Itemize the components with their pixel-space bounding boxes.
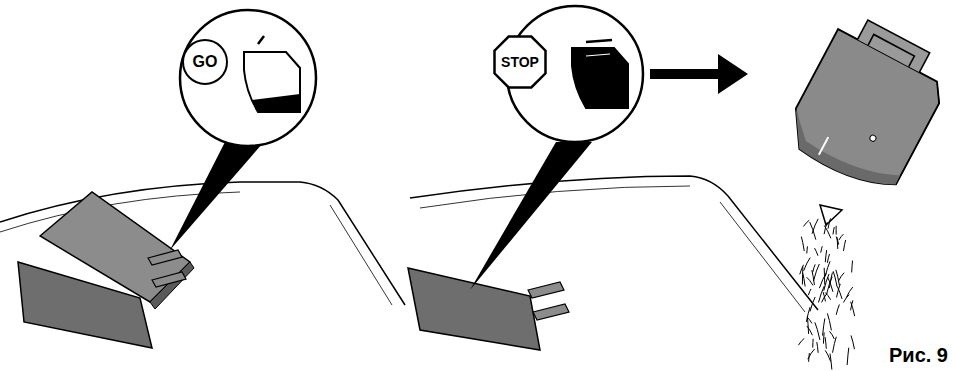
debris-stroke <box>828 218 830 228</box>
magnifier-circle <box>180 10 316 146</box>
debris-stroke <box>823 292 825 301</box>
flap-edge <box>150 262 194 309</box>
closed-flap <box>408 268 540 350</box>
debris-stroke <box>851 335 854 349</box>
housing-edge <box>420 186 690 208</box>
debris-stroke <box>801 237 804 251</box>
flap-tab <box>528 282 564 298</box>
debris-stroke <box>827 254 829 263</box>
bin-fill-level <box>252 94 300 112</box>
flap-tab <box>533 304 569 320</box>
debris-stroke <box>836 237 838 249</box>
debris-stroke <box>810 297 815 312</box>
debris-stroke <box>813 264 816 272</box>
debris-stroke <box>833 227 834 234</box>
container-hole <box>869 134 877 142</box>
bin-icon <box>244 52 300 112</box>
debris-stroke <box>843 295 849 303</box>
flap-tab <box>152 272 186 287</box>
process-arrow <box>650 69 722 79</box>
debris-stroke <box>824 274 829 291</box>
debris-stroke <box>803 220 809 226</box>
flap-tab <box>148 250 182 265</box>
debris-stroke <box>837 284 841 298</box>
arrow-head <box>718 54 748 94</box>
debris-stroke <box>812 219 818 234</box>
container-edge <box>885 82 947 185</box>
debris-stroke <box>807 316 808 334</box>
debris-stroke <box>815 322 820 340</box>
pour-arrowhead <box>820 205 842 225</box>
debris-stroke <box>824 268 826 285</box>
debris-stroke <box>824 226 831 239</box>
debris-stroke <box>830 331 835 339</box>
debris-stroke <box>827 313 831 330</box>
debris-stroke <box>808 349 815 359</box>
debris-stroke <box>836 237 838 245</box>
go-symbol: GO <box>182 39 228 85</box>
debris-stroke <box>807 277 813 285</box>
callout-pointer <box>170 140 262 250</box>
housing-edge <box>330 205 392 305</box>
debris-stroke <box>847 348 849 365</box>
debris-stroke <box>851 260 853 272</box>
stop-octagon <box>495 37 546 88</box>
falling-debris <box>798 218 854 369</box>
debris-stroke <box>836 270 840 285</box>
debris-stroke <box>806 246 808 253</box>
debris-stroke <box>807 326 813 335</box>
debris-stroke <box>817 342 818 353</box>
debris-stroke <box>804 258 811 271</box>
debris-stroke <box>802 267 803 285</box>
bin-highlight <box>586 54 610 56</box>
symbol-text: GO <box>193 54 218 70</box>
debris-stroke <box>815 248 818 256</box>
pour-arrow <box>819 137 828 155</box>
figure-number: Рис. 9 <box>889 344 948 367</box>
dust-container <box>779 10 954 199</box>
debris-stroke <box>836 304 839 314</box>
debris-stroke <box>823 318 825 335</box>
debris-stroke <box>812 339 813 348</box>
callout-pointer <box>470 142 592 290</box>
debris-stroke <box>813 264 819 281</box>
debris-stroke <box>851 300 853 310</box>
stop-symbol: STOP <box>493 35 547 89</box>
debris-stroke <box>830 354 832 370</box>
debris-stroke <box>825 250 826 262</box>
symbol-text: STOP <box>501 55 539 69</box>
debris-stroke <box>825 337 826 349</box>
debris-stroke <box>798 338 804 345</box>
debris-stroke <box>821 246 823 252</box>
debris-stroke <box>825 292 831 299</box>
container-handle <box>858 20 930 72</box>
debris-stroke <box>836 285 842 299</box>
bin-icon-full <box>572 48 628 108</box>
debris-stroke <box>828 277 833 292</box>
debris-stroke <box>843 240 845 251</box>
debris-stroke <box>833 271 837 285</box>
lid-mark <box>586 40 612 42</box>
debris-stroke <box>839 234 844 240</box>
container-shade <box>779 109 905 199</box>
debris-stroke <box>838 273 844 282</box>
debris-stroke <box>836 226 837 235</box>
debris-stroke <box>808 289 811 295</box>
lid-mark <box>258 36 264 44</box>
housing-edge <box>720 202 805 312</box>
debris-stroke <box>825 350 830 361</box>
debris-stroke <box>833 337 837 353</box>
